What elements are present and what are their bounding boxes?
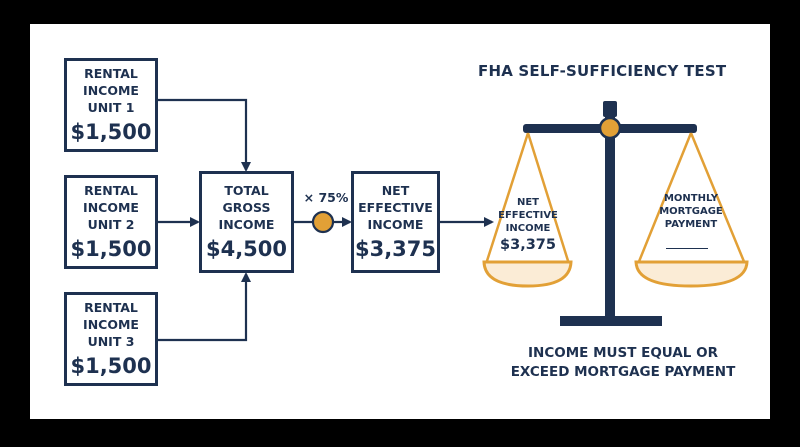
unit-amount: $1,500: [70, 236, 152, 261]
multiplier-label: × 75%: [303, 190, 349, 205]
balance-scale-icon: [482, 101, 749, 326]
mortgage-payment-blank: [666, 248, 708, 249]
unit-amount: $1,500: [70, 119, 152, 144]
connector-unit1-to-total: [158, 98, 251, 172]
net-label: NET EFFECTIVE INCOME: [358, 182, 433, 232]
rental-income-unit-1: RENTAL INCOME UNIT 1 $1,500: [64, 58, 158, 152]
unit-label: RENTAL INCOME UNIT 2: [83, 182, 139, 232]
multiplier-node: [311, 210, 335, 234]
total-gross-income-box: TOTAL GROSS INCOME $4,500: [199, 171, 294, 273]
left-pan-label: NET EFFECTIVE INCOME: [498, 197, 558, 234]
total-label: TOTAL GROSS INCOME: [218, 182, 275, 232]
right-pan-label: MONTHLY MORTGAGE PAYMENT: [659, 193, 723, 230]
diagram-title: FHA SELF-SUFFICIENCY TEST: [478, 62, 727, 80]
rental-income-unit-3: RENTAL INCOME UNIT 3 $1,500: [64, 292, 158, 386]
rental-income-unit-2: RENTAL INCOME UNIT 2 $1,500: [64, 175, 158, 269]
unit-amount: $1,500: [70, 353, 152, 378]
unit-label: RENTAL INCOME UNIT 1: [83, 65, 139, 115]
total-amount: $4,500: [205, 236, 288, 261]
net-effective-income-box: NET EFFECTIVE INCOME $3,375: [351, 171, 440, 273]
connector-unit3-to-total: [158, 272, 251, 342]
left-pan-amount: $3,375: [500, 237, 556, 253]
net-amount: $3,375: [354, 236, 437, 261]
unit-label: RENTAL INCOME UNIT 3: [83, 299, 139, 349]
footer-note: INCOME MUST EQUAL OR EXCEED MORTGAGE PAY…: [510, 345, 736, 380]
